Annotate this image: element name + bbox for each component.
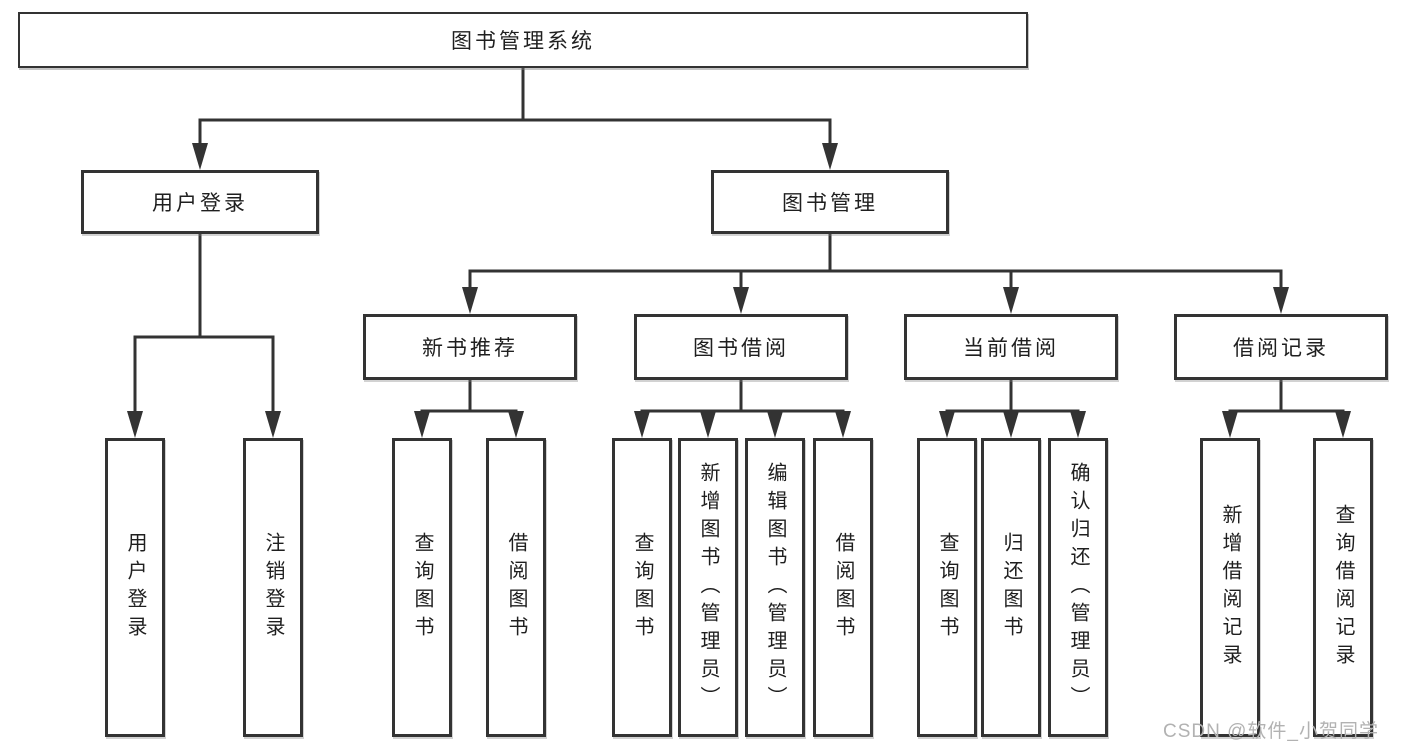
watermark: CSDN @软件_小贺同学 — [1163, 721, 1379, 742]
leaf-borrow-books-borrowing-label: 借阅图书 — [832, 531, 854, 644]
node-book-management-label: 图书管理 — [782, 192, 878, 215]
leaf-add-borrow-record: 新增借阅记录 — [1200, 438, 1260, 737]
leaf-add-books-admin: 新增图书（管理员） — [678, 438, 738, 737]
node-book-borrowing-label: 图书借阅 — [693, 337, 789, 360]
leaf-return-books-label: 归还图书 — [1000, 531, 1022, 644]
leaf-query-books-recommend-label: 查询图书 — [411, 531, 433, 644]
node-library-system: 图书管理系统 — [18, 12, 1028, 68]
node-user-login: 用户登录 — [81, 170, 319, 234]
leaf-borrow-books-recommend-label: 借阅图书 — [505, 531, 527, 644]
leaf-add-borrow-record-label: 新增借阅记录 — [1219, 503, 1241, 672]
leaf-edit-books-admin-label: 编辑图书（管理员） — [764, 461, 786, 714]
leaf-borrow-books-recommend: 借阅图书 — [486, 438, 546, 737]
node-current-borrowing-label: 当前借阅 — [963, 337, 1059, 360]
leaf-query-books-borrowing-label: 查询图书 — [631, 531, 653, 644]
node-new-book-recommend-label: 新书推荐 — [422, 337, 518, 360]
node-book-borrowing: 图书借阅 — [634, 314, 848, 380]
leaf-confirm-return-admin: 确认归还（管理员） — [1048, 438, 1108, 737]
leaf-add-books-admin-label: 新增图书（管理员） — [697, 461, 719, 714]
leaf-query-books-current: 查询图书 — [917, 438, 977, 737]
leaf-query-books-borrowing: 查询图书 — [612, 438, 672, 737]
leaf-logout-login: 注销登录 — [243, 438, 303, 737]
arrowheads — [127, 143, 1351, 438]
leaf-logout-login-label: 注销登录 — [262, 531, 284, 644]
leaf-edit-books-admin: 编辑图书（管理员） — [745, 438, 805, 737]
leaf-query-borrow-record-label: 查询借阅记录 — [1332, 503, 1354, 672]
node-new-book-recommend: 新书推荐 — [363, 314, 577, 380]
node-user-login-label: 用户登录 — [152, 192, 248, 215]
leaf-user-login: 用户登录 — [105, 438, 165, 737]
leaf-query-borrow-record: 查询借阅记录 — [1313, 438, 1373, 737]
leaf-query-books-recommend: 查询图书 — [392, 438, 452, 737]
node-borrowing-records: 借阅记录 — [1174, 314, 1388, 380]
leaf-user-login-label: 用户登录 — [124, 531, 146, 644]
leaf-query-books-current-label: 查询图书 — [936, 531, 958, 644]
node-book-management: 图书管理 — [711, 170, 949, 234]
node-borrowing-records-label: 借阅记录 — [1233, 337, 1329, 360]
node-library-system-label: 图书管理系统 — [451, 30, 595, 53]
node-current-borrowing: 当前借阅 — [904, 314, 1118, 380]
leaf-borrow-books-borrowing: 借阅图书 — [813, 438, 873, 737]
leaf-confirm-return-admin-label: 确认归还（管理员） — [1067, 461, 1089, 714]
leaf-return-books: 归还图书 — [981, 438, 1041, 737]
